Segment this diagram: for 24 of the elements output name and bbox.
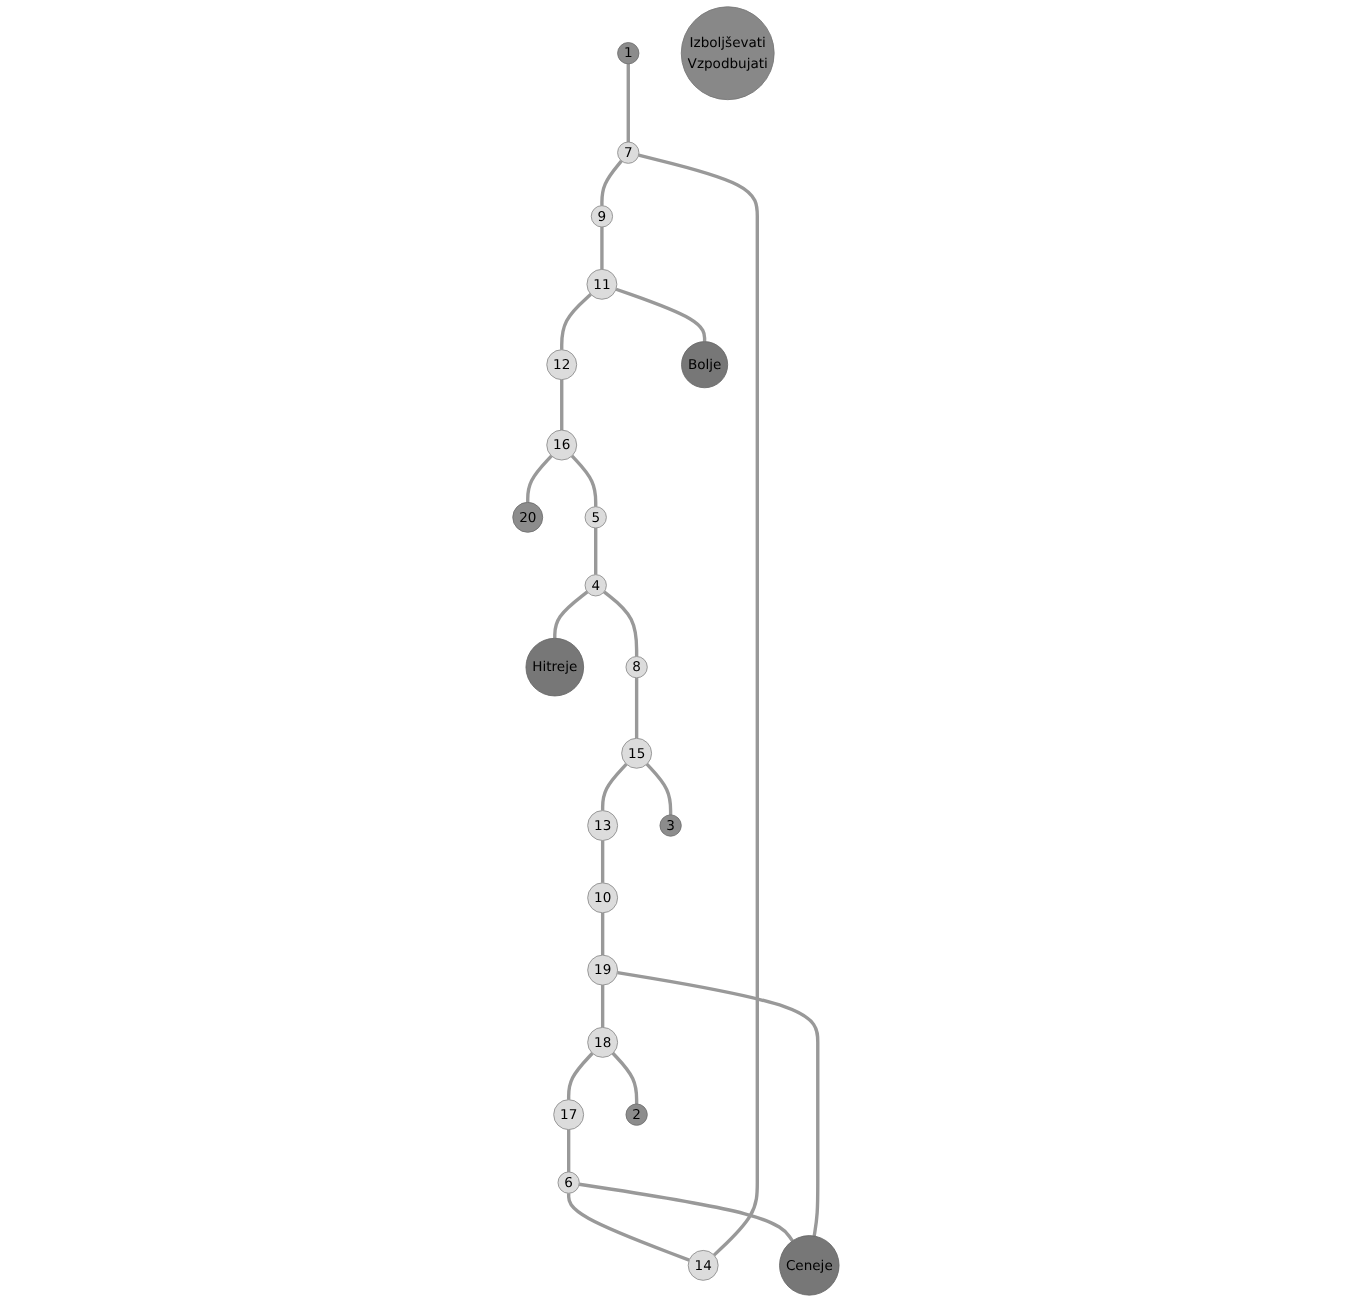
connector xyxy=(566,1129,570,1172)
connector xyxy=(637,153,759,1257)
connector xyxy=(559,379,563,431)
connector xyxy=(634,677,638,739)
connector xyxy=(599,159,622,206)
connector xyxy=(600,763,627,811)
connector xyxy=(552,590,588,639)
connector xyxy=(600,985,604,1028)
connector xyxy=(616,970,819,1237)
connector xyxy=(610,1052,638,1104)
connector xyxy=(559,293,591,350)
connector xyxy=(600,912,604,956)
connector xyxy=(578,1182,793,1242)
connector xyxy=(602,590,638,657)
connector xyxy=(566,1052,593,1100)
connector xyxy=(593,528,597,575)
connector xyxy=(614,287,706,342)
connector xyxy=(569,454,597,507)
connector xyxy=(599,227,603,270)
connector xyxy=(644,763,672,815)
connector xyxy=(566,1193,689,1262)
connector xyxy=(525,454,552,503)
connector xyxy=(600,840,604,883)
connector xyxy=(625,63,630,143)
